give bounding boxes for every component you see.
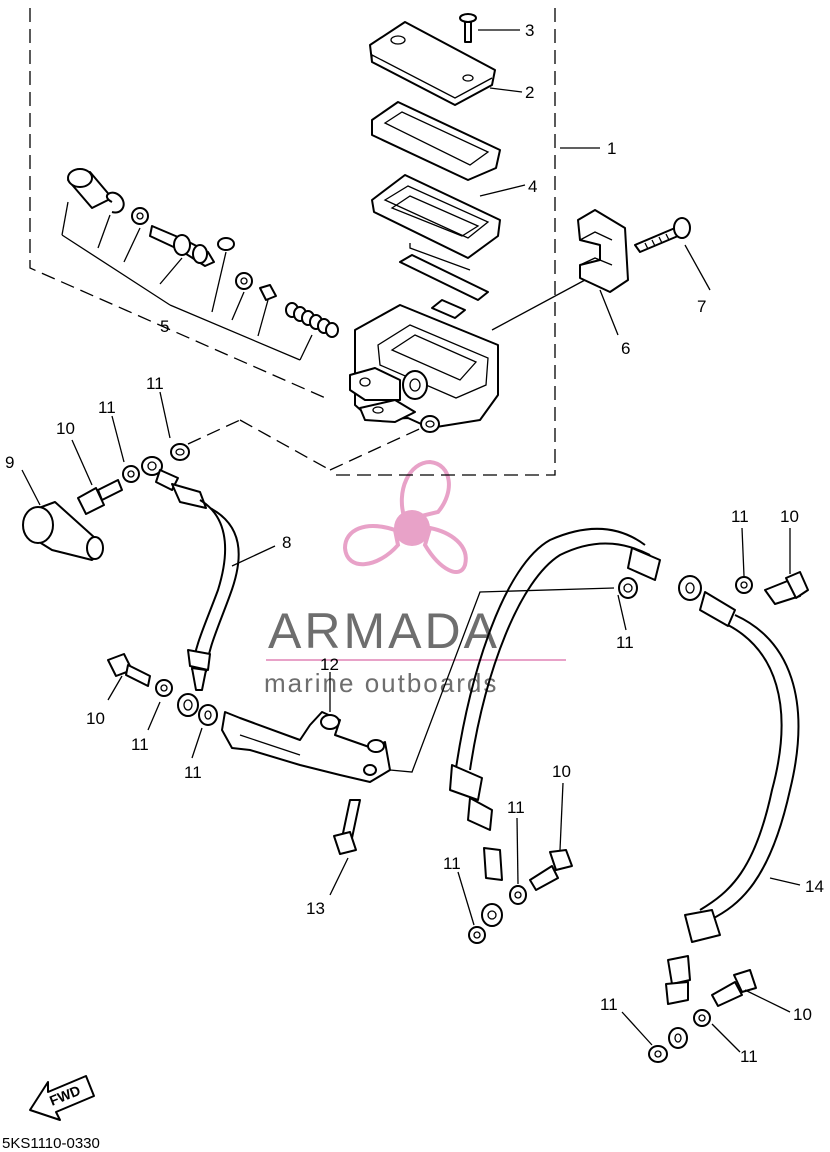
part-label-6: 6 — [621, 339, 630, 358]
leader-lines — [21, 29, 801, 1053]
part-label-4: 4 — [528, 177, 537, 196]
reservoir-cap — [369, 21, 496, 106]
part-label-11b: 11 — [98, 398, 116, 417]
armada-propeller-logo — [342, 459, 468, 575]
part-label-10b: 10 — [86, 709, 105, 728]
part-label-11d: 11 — [184, 763, 202, 782]
diagram-code: 5KS1110-0330 — [2, 1135, 100, 1152]
part-label-8: 8 — [282, 533, 291, 552]
part-label-11f: 11 — [731, 507, 749, 526]
piston-kit — [61, 168, 339, 361]
part-label-10c: 10 — [780, 507, 799, 526]
part-label-10a: 10 — [56, 419, 75, 438]
hose-joint-bracket — [221, 711, 391, 783]
float-plate — [399, 254, 489, 301]
union-bolt-upper — [77, 479, 123, 515]
diaphragm-plate — [371, 101, 501, 181]
part-label-11g: 11 — [507, 798, 525, 817]
part-label-11e: 11 — [616, 633, 634, 652]
assembly-outline-link — [239, 419, 331, 471]
part-label-10e: 10 — [793, 1005, 812, 1024]
diaphragm — [371, 174, 501, 271]
part-label-13: 13 — [306, 899, 325, 918]
watermark-tagline: marine outboards — [264, 668, 498, 698]
part-label-11a: 11 — [146, 374, 164, 393]
cap-screw — [459, 13, 477, 43]
part-labels: 3 2 1 4 7 6 5 11 11 10 9 8 12 10 11 11 1… — [5, 21, 824, 1066]
part-label-11i: 11 — [600, 995, 618, 1014]
part-label-11j: 11 — [740, 1047, 758, 1066]
part-label-14: 14 — [805, 877, 824, 896]
master-cylinder-holder — [577, 209, 629, 293]
part-label-5: 5 — [160, 317, 169, 336]
brake-hose-14 — [449, 527, 800, 1049]
brake-hose-8 — [141, 456, 240, 717]
assembly-outline-left — [29, 8, 331, 401]
banjo-dash-link — [187, 419, 241, 445]
washer-group-upper — [122, 443, 190, 483]
part-label-9: 9 — [5, 453, 14, 472]
part-label-12: 12 — [320, 655, 339, 674]
union-bolt-lower-left — [107, 653, 218, 726]
bleeder-cap — [22, 501, 104, 561]
master-cylinder-body — [349, 299, 499, 433]
fittings-right — [468, 571, 809, 1063]
holder-bolt — [634, 217, 691, 253]
part-label-3: 3 — [525, 21, 534, 40]
part-label-2: 2 — [525, 83, 534, 102]
part-label-1: 1 — [607, 139, 616, 158]
part-label-7: 7 — [697, 297, 706, 316]
part-label-11c: 11 — [131, 735, 149, 754]
banjo-dash-link-2 — [329, 424, 429, 471]
bracket-bolt — [333, 799, 361, 855]
part-label-11h: 11 — [443, 854, 461, 873]
fwd-arrow: FWD — [29, 1075, 95, 1121]
assembly-outline-right — [330, 8, 556, 476]
part-label-10d: 10 — [552, 762, 571, 781]
